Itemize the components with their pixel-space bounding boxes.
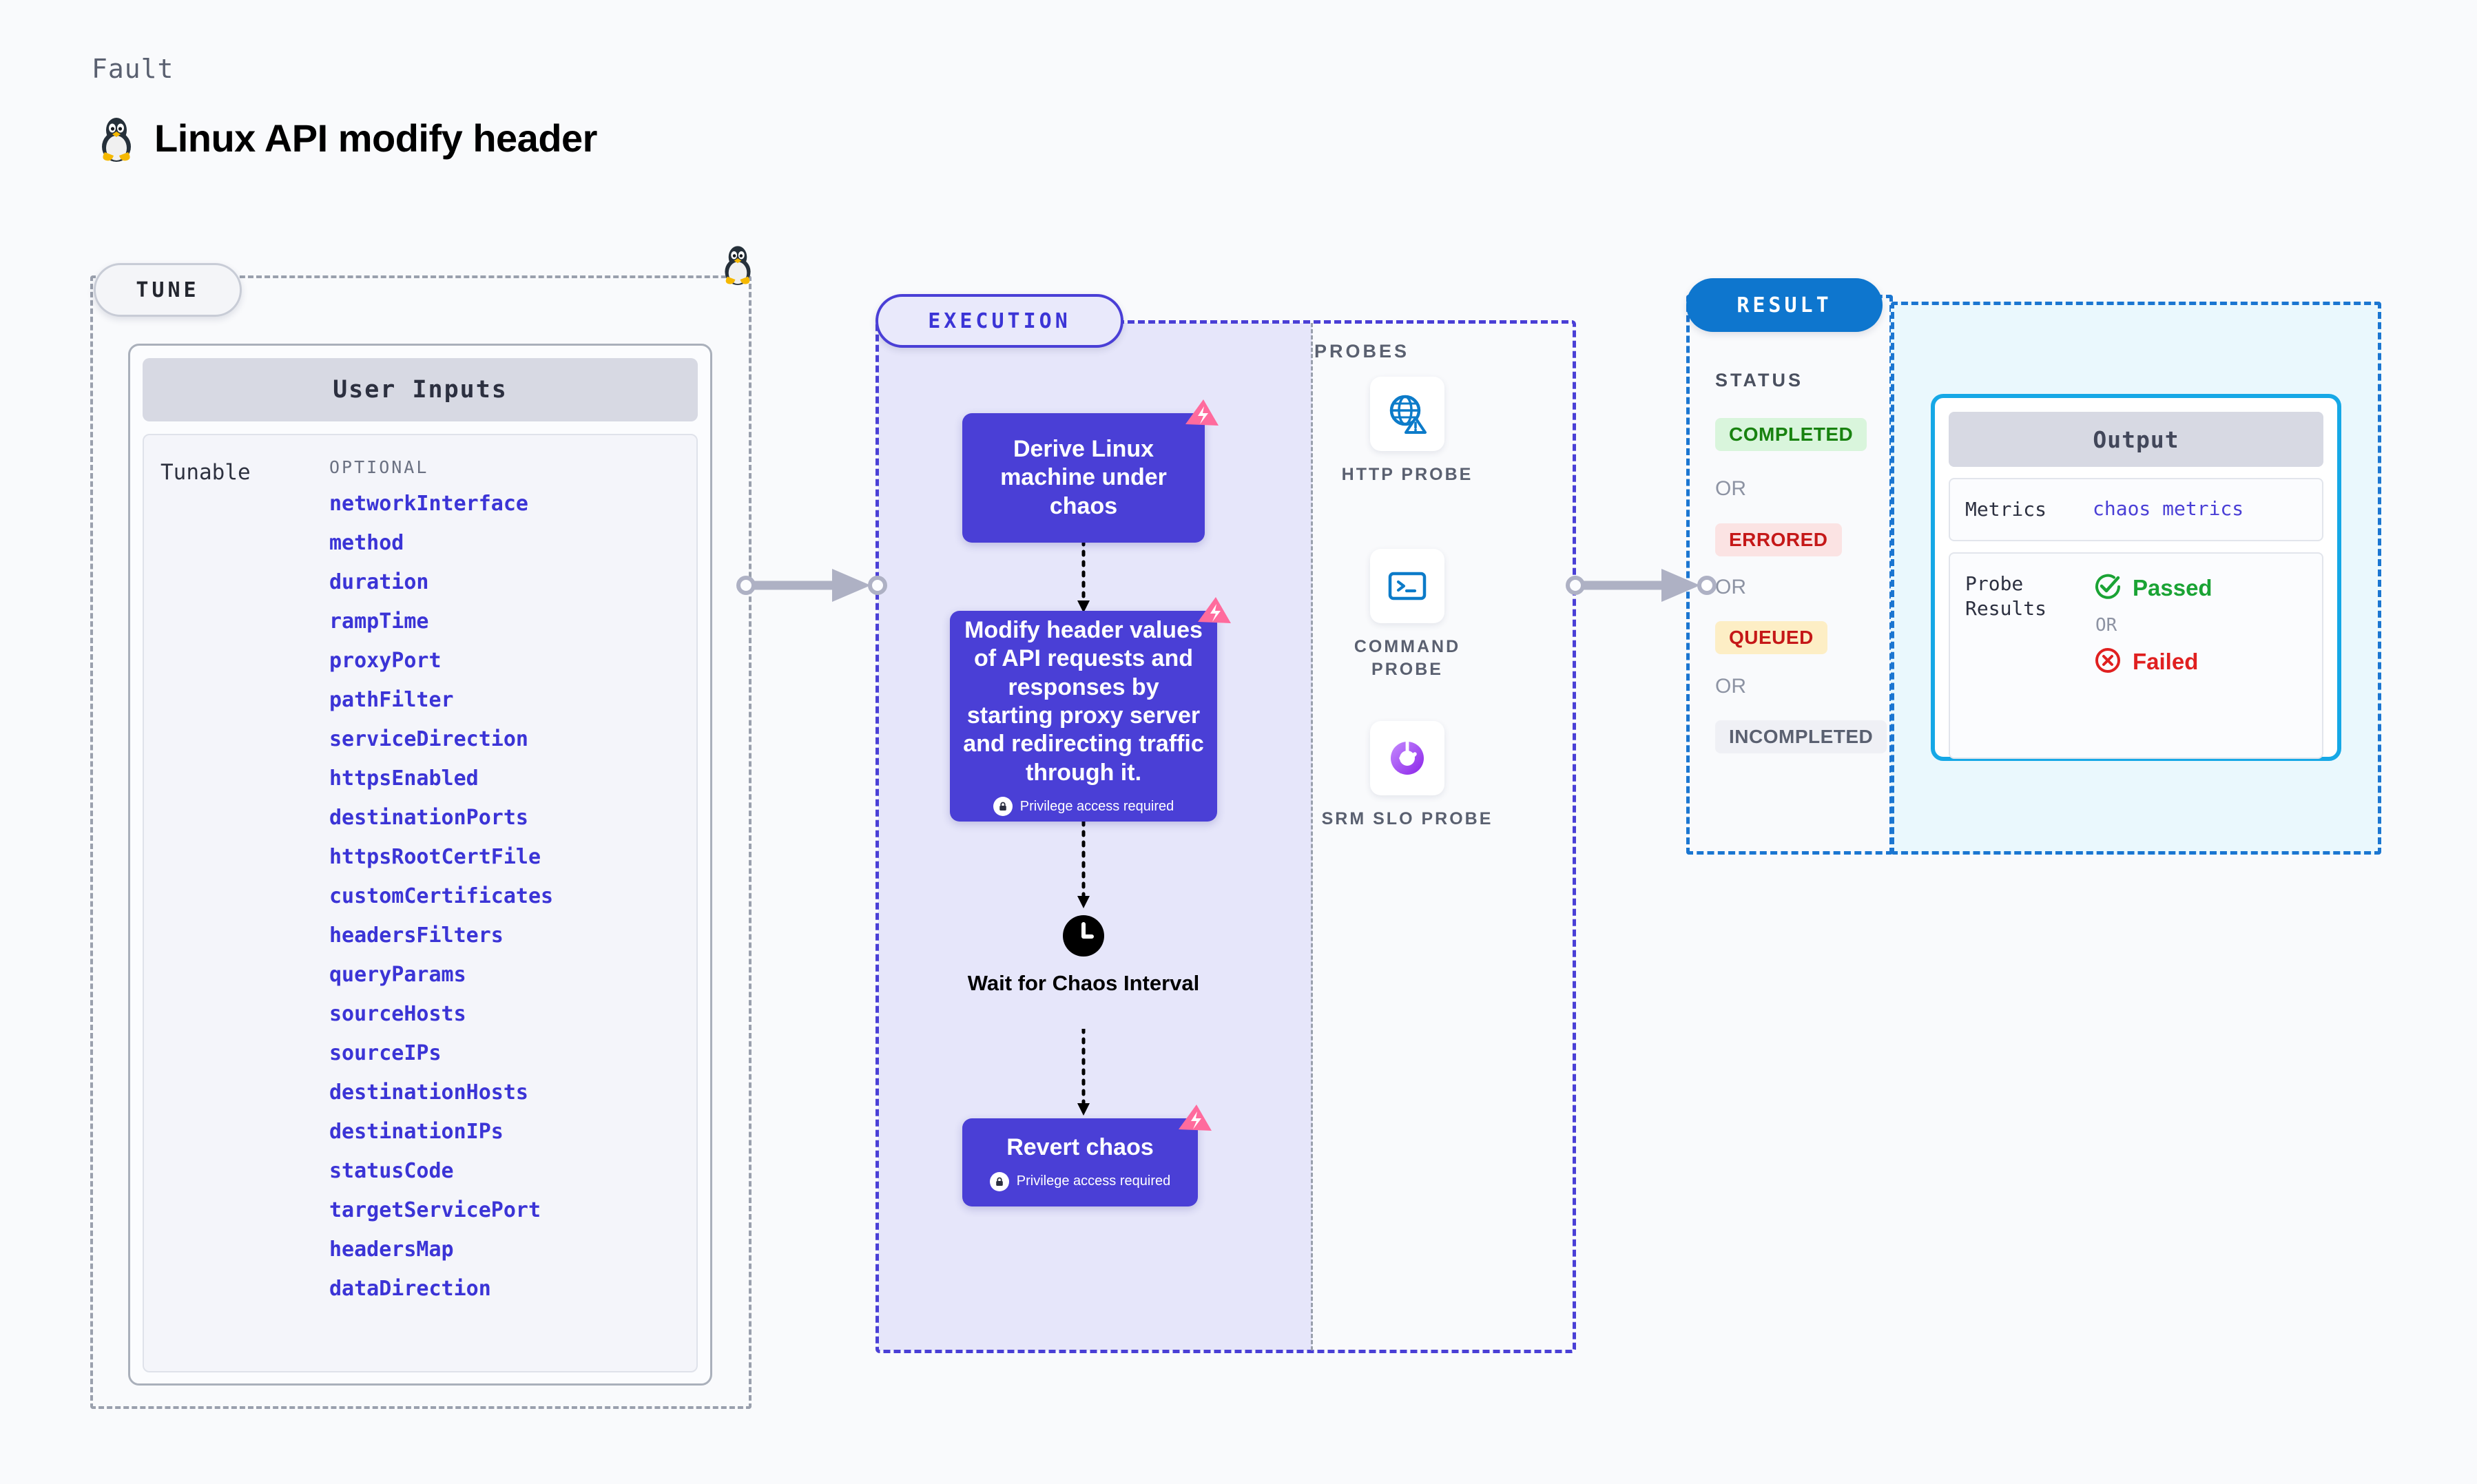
fault-marker-icon — [1183, 398, 1221, 436]
probe-item-http[interactable]: HTTP PROBE — [1318, 377, 1497, 486]
param-item[interactable]: destinationIPs — [329, 1120, 504, 1144]
param-item[interactable]: targetServicePort — [329, 1198, 541, 1222]
execution-node-revert-chaos[interactable]: Revert chaos Privilege access required — [962, 1105, 1212, 1206]
probe-item-command[interactable]: COMMAND PROBE — [1318, 549, 1497, 680]
output-row-probe-results: Probe Results Passed OR — [1949, 552, 2323, 759]
status-badge-errored: ERRORED — [1715, 523, 1842, 556]
connector-tune-to-execution — [736, 565, 894, 609]
fault-marker-icon — [1195, 596, 1234, 634]
execution-node-label: Modify header values of API requests and… — [963, 616, 1204, 786]
param-item[interactable]: httpsRootCertFile — [329, 845, 541, 869]
output-row-metrics: Metrics chaos metrics — [1949, 478, 2323, 541]
result-panel-pill: RESULT — [1686, 278, 1883, 332]
probe-result-failed-label: Failed — [2133, 649, 2199, 675]
probe-caption: COMMAND PROBE — [1354, 637, 1461, 679]
tunable-param-list: OPTIONAL networkInterface method duratio… — [329, 457, 553, 1371]
user-inputs-card: User Inputs Tunable OPTIONAL networkInte… — [128, 344, 712, 1386]
probe-results-values: Passed OR Failed — [2093, 572, 2212, 740]
param-item[interactable]: proxyPort — [329, 649, 442, 673]
param-item[interactable]: serviceDirection — [329, 727, 528, 751]
metrics-key-label: Metrics — [1965, 498, 2047, 521]
linux-penguin-badge-icon — [720, 242, 756, 289]
connector-execution-to-result — [1565, 565, 1723, 609]
param-item[interactable]: sourceIPs — [329, 1041, 442, 1065]
status-or-separator: OR — [1715, 477, 1746, 500]
param-item[interactable]: method — [329, 531, 404, 555]
probe-result-or-separator: OR — [2095, 614, 2117, 636]
execution-panel-boundary — [875, 320, 1576, 1353]
param-item[interactable]: pathFilter — [329, 688, 454, 712]
tunable-group-label: Tunable — [160, 460, 251, 485]
status-badge-incompleted: INCOMPLETED — [1715, 720, 1887, 753]
status-badge-queued: QUEUED — [1715, 621, 1827, 654]
tune-panel-pill: TUNE — [94, 263, 242, 317]
param-item[interactable]: duration — [329, 570, 429, 594]
lock-icon — [989, 1171, 1009, 1191]
probe-result-failed: Failed — [2093, 645, 2212, 679]
execution-node-wait-interval: Wait for Chaos Interval — [950, 915, 1217, 996]
privilege-required-badge: Privilege access required — [993, 797, 1174, 817]
flow-arrow-derive-to-modify — [1073, 539, 1094, 618]
flow-arrow-wait-to-revert — [1073, 1027, 1094, 1120]
page-title-row: Linux API modify header — [96, 114, 597, 162]
tune-panel-boundary — [90, 275, 752, 1409]
param-item[interactable]: statusCode — [329, 1159, 454, 1183]
flow-arrow-modify-to-wait — [1073, 819, 1094, 913]
tunable-group: Tunable OPTIONAL networkInterface method… — [143, 434, 698, 1372]
execution-node-modify-header[interactable]: Modify header values of API requests and… — [950, 597, 1231, 822]
param-item[interactable]: networkInterface — [329, 492, 528, 516]
optional-subheading: OPTIONAL — [329, 457, 429, 477]
probe-results-key-label: Probe Results — [1965, 572, 2047, 620]
slo-donut-check-icon — [1370, 721, 1444, 795]
status-or-separator: OR — [1715, 576, 1746, 598]
param-item[interactable]: customCertificates — [329, 884, 554, 908]
privilege-required-label: Privilege access required — [1019, 798, 1174, 814]
param-item[interactable]: rampTime — [329, 609, 429, 634]
execution-panel-pill: EXECUTION — [875, 294, 1123, 348]
param-item[interactable]: sourceHosts — [329, 1002, 466, 1026]
execution-node-label: Derive Linux machine under chaos — [1000, 435, 1167, 519]
user-inputs-card-header: User Inputs — [143, 358, 698, 421]
execution-node-label: Revert chaos — [1006, 1134, 1154, 1161]
probe-result-passed-label: Passed — [2133, 575, 2212, 601]
param-item[interactable]: dataDirection — [329, 1277, 491, 1301]
status-section-label: STATUS — [1715, 370, 1803, 390]
terminal-icon — [1370, 549, 1444, 623]
probe-item-srm-slo[interactable]: SRM SLO PROBE — [1318, 721, 1497, 830]
privilege-required-label: Privilege access required — [1016, 1173, 1171, 1189]
clock-icon — [1062, 915, 1105, 961]
fault-marker-icon — [1176, 1103, 1214, 1141]
execution-probes-divider — [1311, 323, 1313, 1350]
check-circle-icon — [2093, 572, 2123, 605]
lock-icon — [993, 797, 1013, 817]
privilege-required-badge: Privilege access required — [989, 1171, 1171, 1191]
param-item[interactable]: headersMap — [329, 1237, 454, 1262]
linux-penguin-icon — [96, 114, 136, 162]
metrics-value-link[interactable]: chaos metrics — [2093, 497, 2244, 520]
probe-result-passed: Passed — [2093, 572, 2212, 605]
param-item[interactable]: httpsEnabled — [329, 766, 479, 791]
probe-caption: SRM SLO PROBE — [1321, 809, 1493, 828]
execution-node-derive[interactable]: Derive Linux machine under chaos — [962, 399, 1219, 543]
probes-section-label: PROBES — [1314, 341, 1410, 362]
wait-interval-label: Wait for Chaos Interval — [967, 971, 1200, 995]
globe-warning-icon — [1370, 377, 1444, 451]
page-kind-label: Fault — [92, 54, 174, 84]
status-badge-completed: COMPLETED — [1715, 418, 1867, 451]
status-or-separator: OR — [1715, 675, 1746, 698]
param-item[interactable]: headersFilters — [329, 923, 504, 948]
page-title: Linux API modify header — [154, 116, 597, 160]
param-item[interactable]: queryParams — [329, 963, 466, 987]
x-circle-icon — [2093, 645, 2123, 679]
param-item[interactable]: destinationPorts — [329, 806, 528, 830]
output-card-header: Output — [1949, 412, 2323, 467]
probe-caption: HTTP PROBE — [1341, 465, 1473, 484]
param-item[interactable]: destinationHosts — [329, 1080, 528, 1105]
output-card: Output Metrics chaos metrics Probe Resul… — [1931, 394, 2341, 761]
